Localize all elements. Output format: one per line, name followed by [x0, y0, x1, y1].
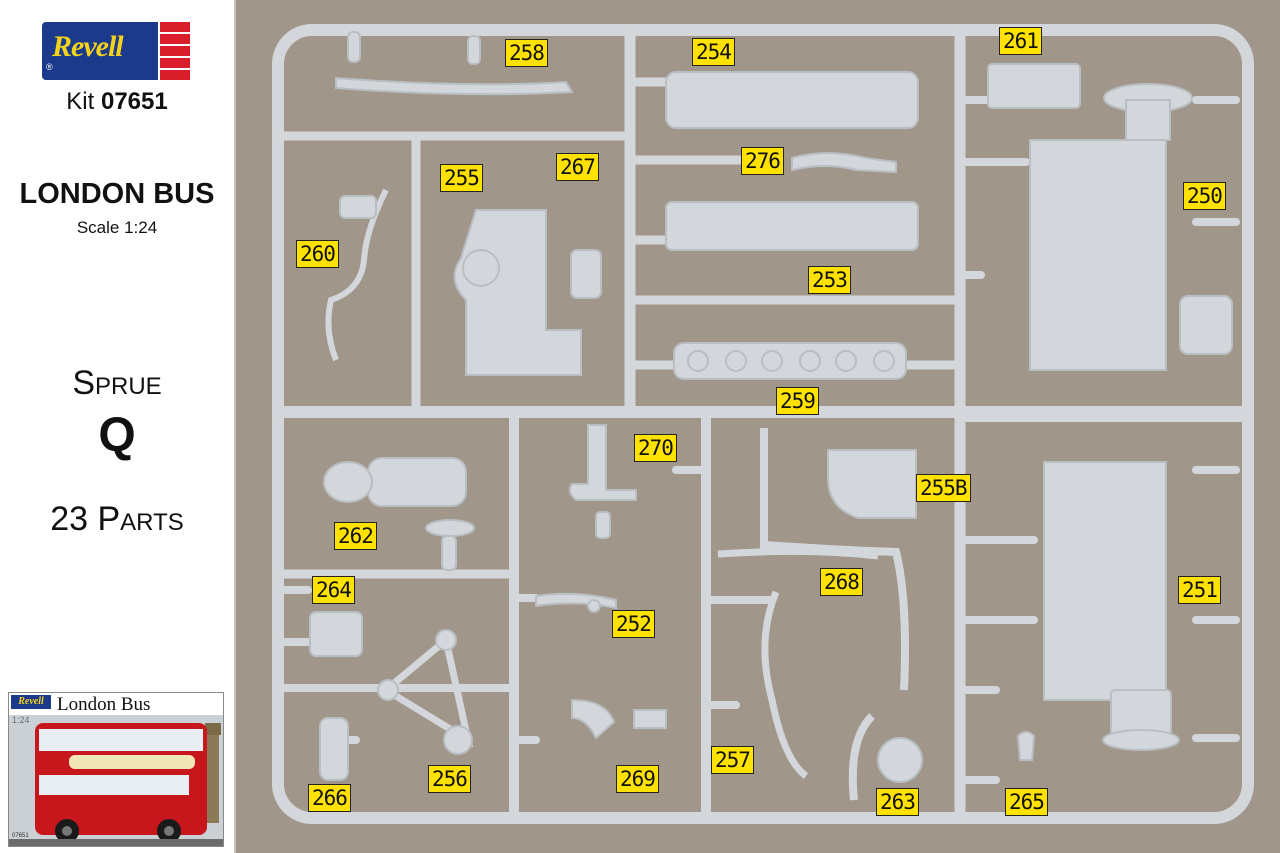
part-label-262: 262	[334, 522, 377, 550]
sprue-board: 258 254 261 255 267 276 250 260 253 259 …	[236, 0, 1280, 853]
part-label-265: 265	[1005, 788, 1048, 816]
part-label-257: 257	[711, 746, 754, 774]
part-label-253: 253	[808, 266, 851, 294]
parts-count-line: 23 Parts	[50, 500, 184, 538]
revell-logo: Revell ®	[42, 22, 190, 80]
sprue-frame	[272, 24, 1254, 824]
sidebar: Revell ® Kit 07651 LONDON BUS Scale 1:24…	[0, 0, 236, 853]
brand-name: Revell	[52, 30, 124, 63]
sprue-letter: Q	[98, 409, 136, 462]
sprue-heading: Sprue	[72, 364, 162, 402]
part-label-250: 250	[1183, 182, 1226, 210]
part-label-261: 261	[999, 27, 1042, 55]
box-art-thumbnail: Revell London Bus 1:24 07651	[8, 692, 224, 847]
kit-scale: Scale 1:24	[76, 218, 158, 237]
kit-title: LONDON BUS	[19, 178, 215, 210]
part-label-254: 254	[692, 38, 735, 66]
part-label-251: 251	[1178, 576, 1221, 604]
part-label-256: 256	[428, 765, 471, 793]
part-label-255b: 255B	[916, 474, 971, 502]
part-label-268: 268	[820, 568, 863, 596]
part-label-258: 258	[505, 39, 548, 67]
part-label-264: 264	[312, 576, 355, 604]
kit-number: 07651	[100, 88, 168, 115]
part-label-255: 255	[440, 164, 483, 192]
part-label-259: 259	[776, 387, 819, 415]
part-label-263: 263	[876, 788, 919, 816]
part-label-276: 276	[741, 147, 784, 175]
part-label-260: 260	[296, 240, 339, 268]
part-label-270: 270	[634, 434, 677, 462]
bus-illustration	[9, 715, 223, 846]
kit-number-line: Kit 07651	[66, 88, 168, 115]
part-label-266: 266	[308, 784, 351, 812]
box-art-title: London Bus	[57, 694, 151, 715]
part-label-252: 252	[612, 610, 655, 638]
part-label-269: 269	[616, 765, 659, 793]
part-label-267: 267	[556, 153, 599, 181]
